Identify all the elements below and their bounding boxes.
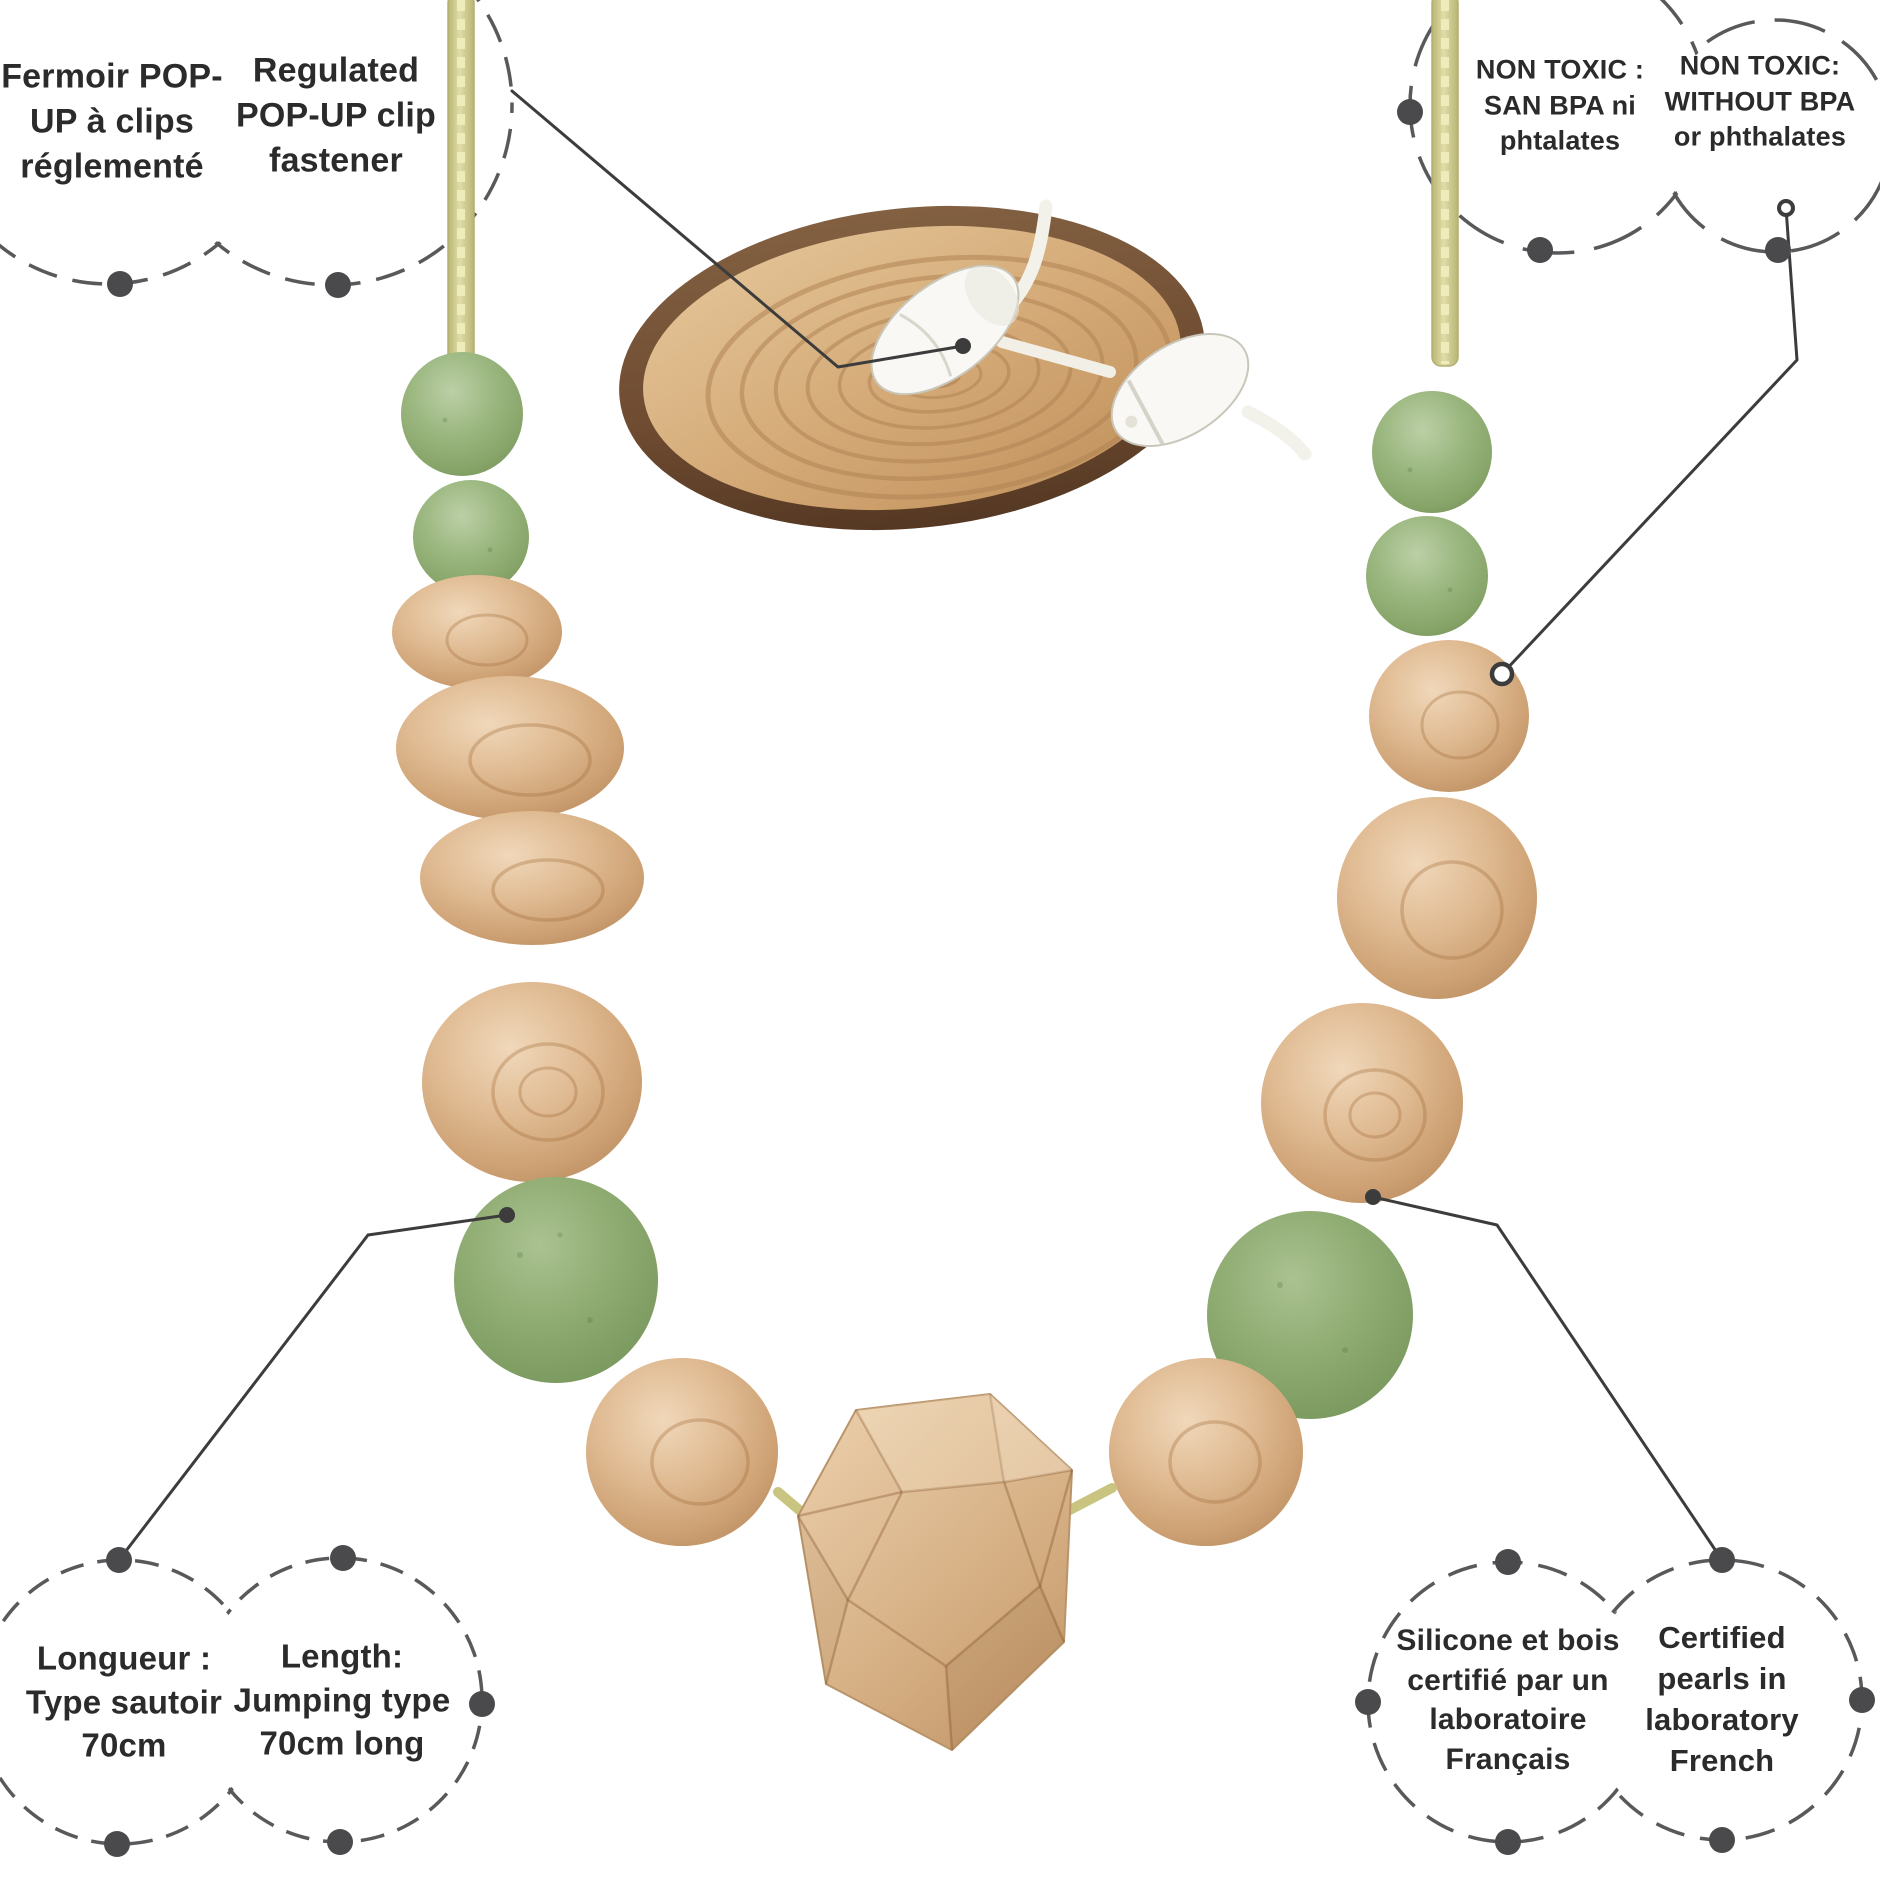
- necklace: [392, 352, 1537, 1752]
- silicone-bead: [1366, 516, 1488, 636]
- big-silicone-bead: [454, 1177, 658, 1383]
- callout-nontoxic-fr-label: NON TOXIC : SAN BPA ni phtalates: [1475, 54, 1645, 156]
- silicone-bead: [413, 480, 529, 594]
- bubble-length-pair: [0, 1556, 484, 1846]
- leader-markers: [499, 199, 1795, 1223]
- leader-end-dot: [499, 1207, 515, 1223]
- hexagon-wood-bead: [796, 1392, 1074, 1752]
- bubble-nontoxic-pair: [1408, 0, 1880, 255]
- callout-fermoir-label: Fermoir POP- UP à clips réglementé: [1, 57, 223, 186]
- leader-ring-marker: [1777, 199, 1795, 217]
- leader-end-dot: [955, 338, 971, 354]
- wood-bead: [1369, 640, 1529, 792]
- bubble-fermoir-pair: [0, 0, 514, 287]
- leader-lines: [117, 89, 1799, 1562]
- hexagon-facet-lines: [796, 1393, 1074, 1751]
- wood-bead: [420, 811, 644, 945]
- silicone-bead: [401, 352, 523, 476]
- cord-link-right: [1061, 1483, 1117, 1517]
- leader-certified: [1371, 1195, 1724, 1562]
- wood-bead: [1261, 1003, 1463, 1203]
- cord-link-left: [773, 1487, 809, 1519]
- left-strand: [392, 352, 778, 1546]
- clasp-half-left: [870, 264, 1020, 396]
- wood-bead: [422, 982, 642, 1182]
- leader-length: [117, 1213, 509, 1562]
- wood-bead: [1109, 1358, 1303, 1546]
- leader-nontoxic: [1500, 206, 1799, 676]
- silicone-speckles: [442, 417, 593, 1323]
- clasp-cord-right: [1241, 405, 1312, 461]
- popup-clasp: [870, 199, 1312, 461]
- wood-slice-rings: [705, 254, 1173, 500]
- silicone-bead: [1372, 391, 1492, 513]
- callout-longueur-label: Longueur : Type sautoir 70cm: [25, 1639, 223, 1764]
- bubble-certified-pair: [1366, 1558, 1864, 1844]
- hexagon-facet-shading: [798, 1394, 1072, 1750]
- clasp-cord-middle: [996, 336, 1116, 378]
- callout-silicone-label: Silicone et bois certifié par un laborat…: [1396, 1623, 1620, 1776]
- callout-length-label: Length: Jumping type 70cm long: [233, 1637, 451, 1762]
- callout-regulated-label: Regulated POP-UP clip fastener: [236, 51, 436, 180]
- leader-ring-marker: [1489, 661, 1515, 687]
- silicone-speckles: [1277, 467, 1453, 1353]
- bubble-node-dots: [104, 99, 1875, 1857]
- leader-end-dot: [1365, 1189, 1381, 1205]
- leader-clasp: [510, 89, 965, 369]
- wood-bead: [392, 575, 562, 689]
- callout-certified-label: Certified pearls in laboratory French: [1645, 1620, 1799, 1778]
- wood-grain-rings: [445, 613, 750, 1506]
- cord-right: [1431, 0, 1459, 367]
- callout-nontoxic-en-label: NON TOXIC: WITHOUT BPA or phthalates: [1664, 50, 1856, 152]
- wood-grain-rings: [1168, 690, 1504, 1504]
- right-strand: [1109, 391, 1537, 1546]
- wood-bead: [396, 676, 624, 820]
- big-silicone-bead: [1207, 1211, 1413, 1419]
- wood-bead: [586, 1358, 778, 1546]
- clasp-half-right: [1110, 332, 1250, 448]
- wood-bead: [1337, 797, 1537, 999]
